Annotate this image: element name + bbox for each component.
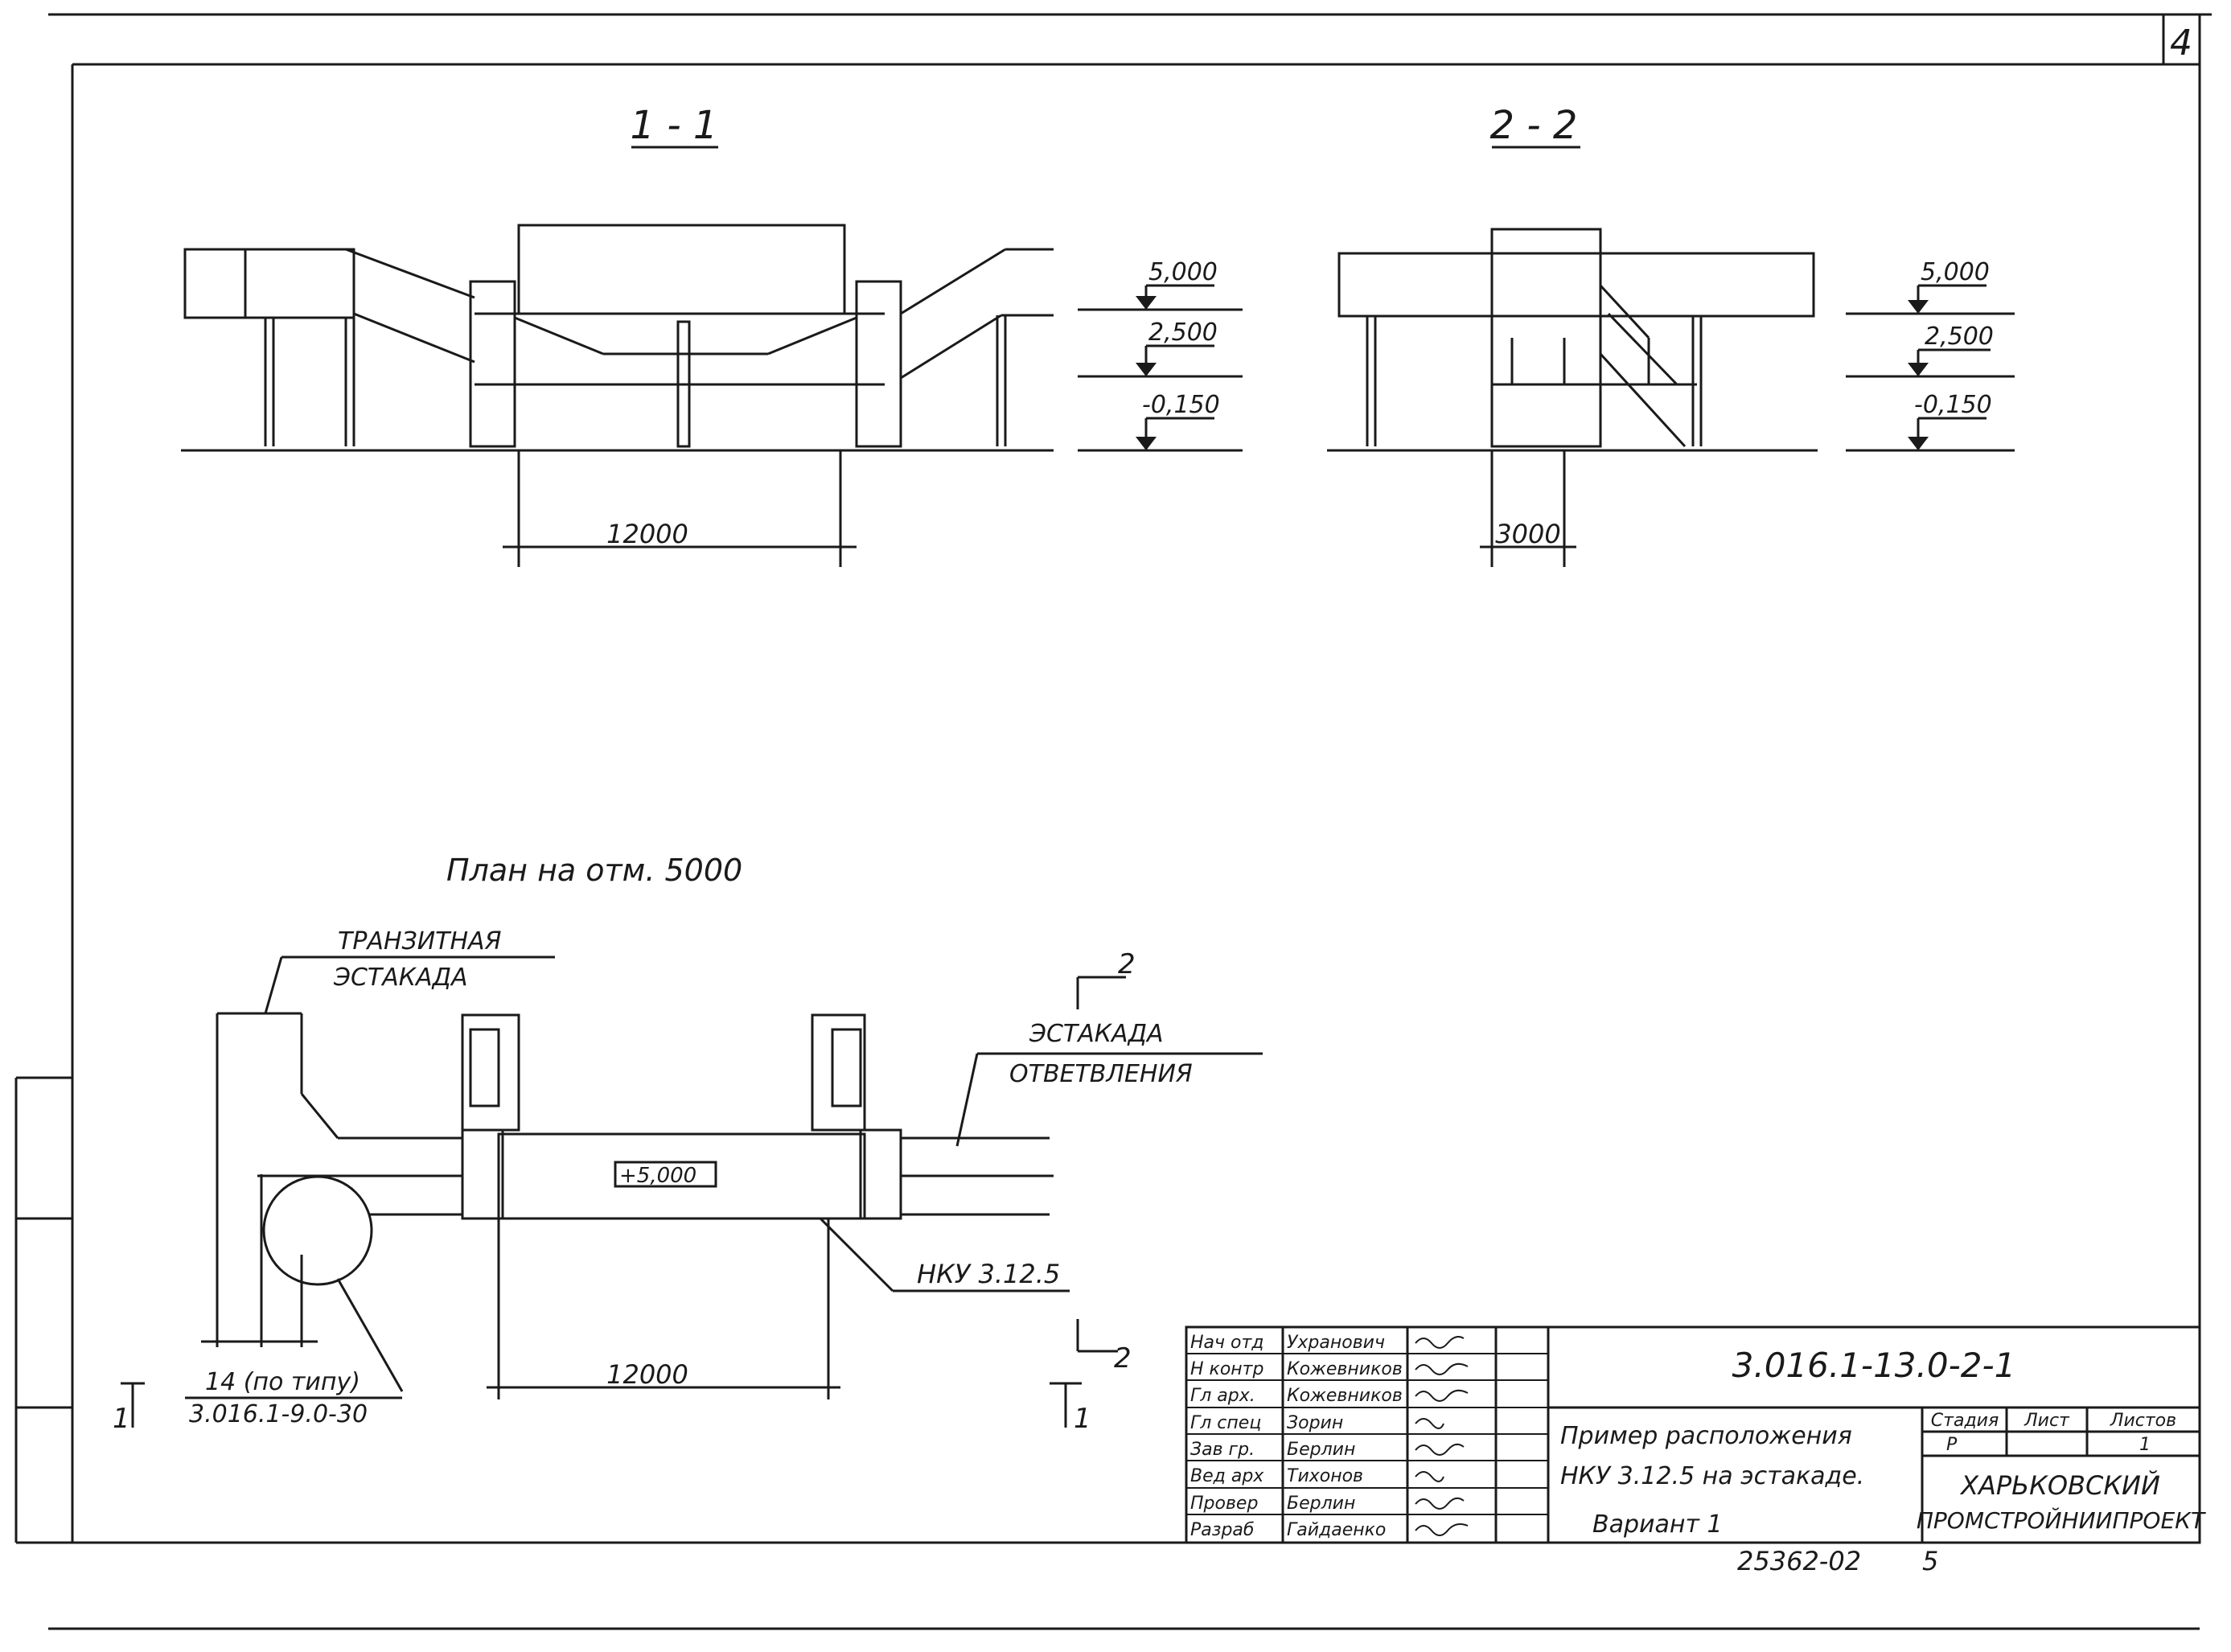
tb-name-7: Берлин [1287,1494,1355,1514]
section-2-2-title: 2 - 2 [1490,103,1578,148]
plan-level-mark: +5,000 [619,1164,696,1188]
plan-structure [121,955,1263,1428]
section-1-1-elev-bot: -0,150 [1142,391,1220,419]
footer-order-number: 25362-02 [1737,1546,1861,1576]
tb-col-sheets: Листов [2110,1411,2176,1431]
plan-dim: 12000 [606,1359,688,1390]
footer-page-number: 5 [1922,1546,1938,1576]
section-1-1-structure [181,224,1243,567]
plan-view: План на отм. 5000 [113,853,1263,1435]
tb-role-5: Зав гр. [1190,1440,1255,1460]
plan-cut-2-bottom: 2 [1114,1342,1132,1375]
tb-org-1: ХАРЬКОВСКИЙ [1959,1470,2160,1501]
tb-role-2: Н контр [1190,1359,1263,1379]
tb-variant: Вариант 1 [1592,1510,1723,1539]
tb-name-2: Кожевников [1287,1359,1403,1379]
tb-role-1: Нач отд [1190,1333,1264,1353]
plan-cut-1-left: 1 [113,1403,130,1435]
section-1-1-elev-mid: 2,500 [1148,318,1218,347]
plan-transit-label-1: ТРАНЗИТНАЯ [338,927,502,955]
section-2-2-elev-top: 5,000 [1921,258,1990,286]
plan-transit-label-2: ЭСТАКАДА [333,964,468,992]
tb-name-4: Зорин [1287,1413,1343,1433]
section-2-2-structure [1327,228,2015,567]
tb-description-2: НКУ 3.12.5 на эстакаде. [1560,1462,1864,1490]
tb-document-code: 3.016.1-13.0-2-1 [1732,1346,2016,1385]
tb-role-4: Гл спец [1190,1413,1261,1433]
tb-name-5: Берлин [1287,1440,1355,1460]
plan-cut-1-right: 1 [1074,1403,1091,1435]
section-1-1-dim: 12000 [606,519,688,549]
tb-name-3: Кожевников [1287,1386,1403,1406]
sheet-number: 4 [2170,23,2192,64]
section-2-2-elev-bot: -0,150 [1914,391,1992,419]
plan-ref-label-2: 3.016.1-9.0-30 [189,1400,368,1428]
section-2-2: 2 - 2 [1327,103,2015,567]
tb-name-8: Гайдаенко [1287,1520,1386,1540]
tb-name-1: Ухранович [1287,1333,1385,1353]
tb-col-stage: Стадия [1931,1411,1999,1431]
plan-unit-label: НКУ 3.12.5 [917,1259,1060,1289]
tb-col-sheet: Лист [2024,1411,2070,1431]
signature-marks [1415,1336,1469,1536]
tb-role-3: Гл арх. [1190,1386,1255,1406]
plan-title: План на отм. 5000 [446,853,742,888]
plan-branch-label-2: ОТВЕТВЛЕНИЯ [1009,1060,1193,1088]
plan-cut-2-top: 2 [1118,948,1136,980]
sheet-frame [14,13,2212,1630]
tb-sheets-value: 1 [2139,1435,2151,1455]
section-1-1-title: 1 - 1 [631,103,718,148]
section-1-1: 1 - 1 [181,103,1243,567]
section-2-2-dim: 3000 [1495,519,1560,549]
tb-stage-value: Р [1946,1435,1958,1455]
section-2-2-elev-mid: 2,500 [1925,323,1994,351]
tb-role-8: Разраб [1190,1520,1254,1540]
tb-description-1: Пример расположения [1560,1422,1852,1450]
tb-name-6: Тихонов [1287,1466,1363,1486]
tb-role-7: Провер [1190,1494,1258,1514]
title-block: Нач отд Н контр Гл арх. Гл спец Зав гр. … [1185,1325,2206,1544]
plan-branch-label-1: ЭСТАКАДА [1029,1020,1164,1048]
plan-ref-label-1: 14 (по типу) [205,1368,360,1396]
tb-org-2: ПРОМСТРОЙНИИПРОЕКТ [1917,1506,2206,1534]
tb-role-6: Вед арх [1190,1466,1264,1486]
section-1-1-elev-top: 5,000 [1148,258,1218,286]
